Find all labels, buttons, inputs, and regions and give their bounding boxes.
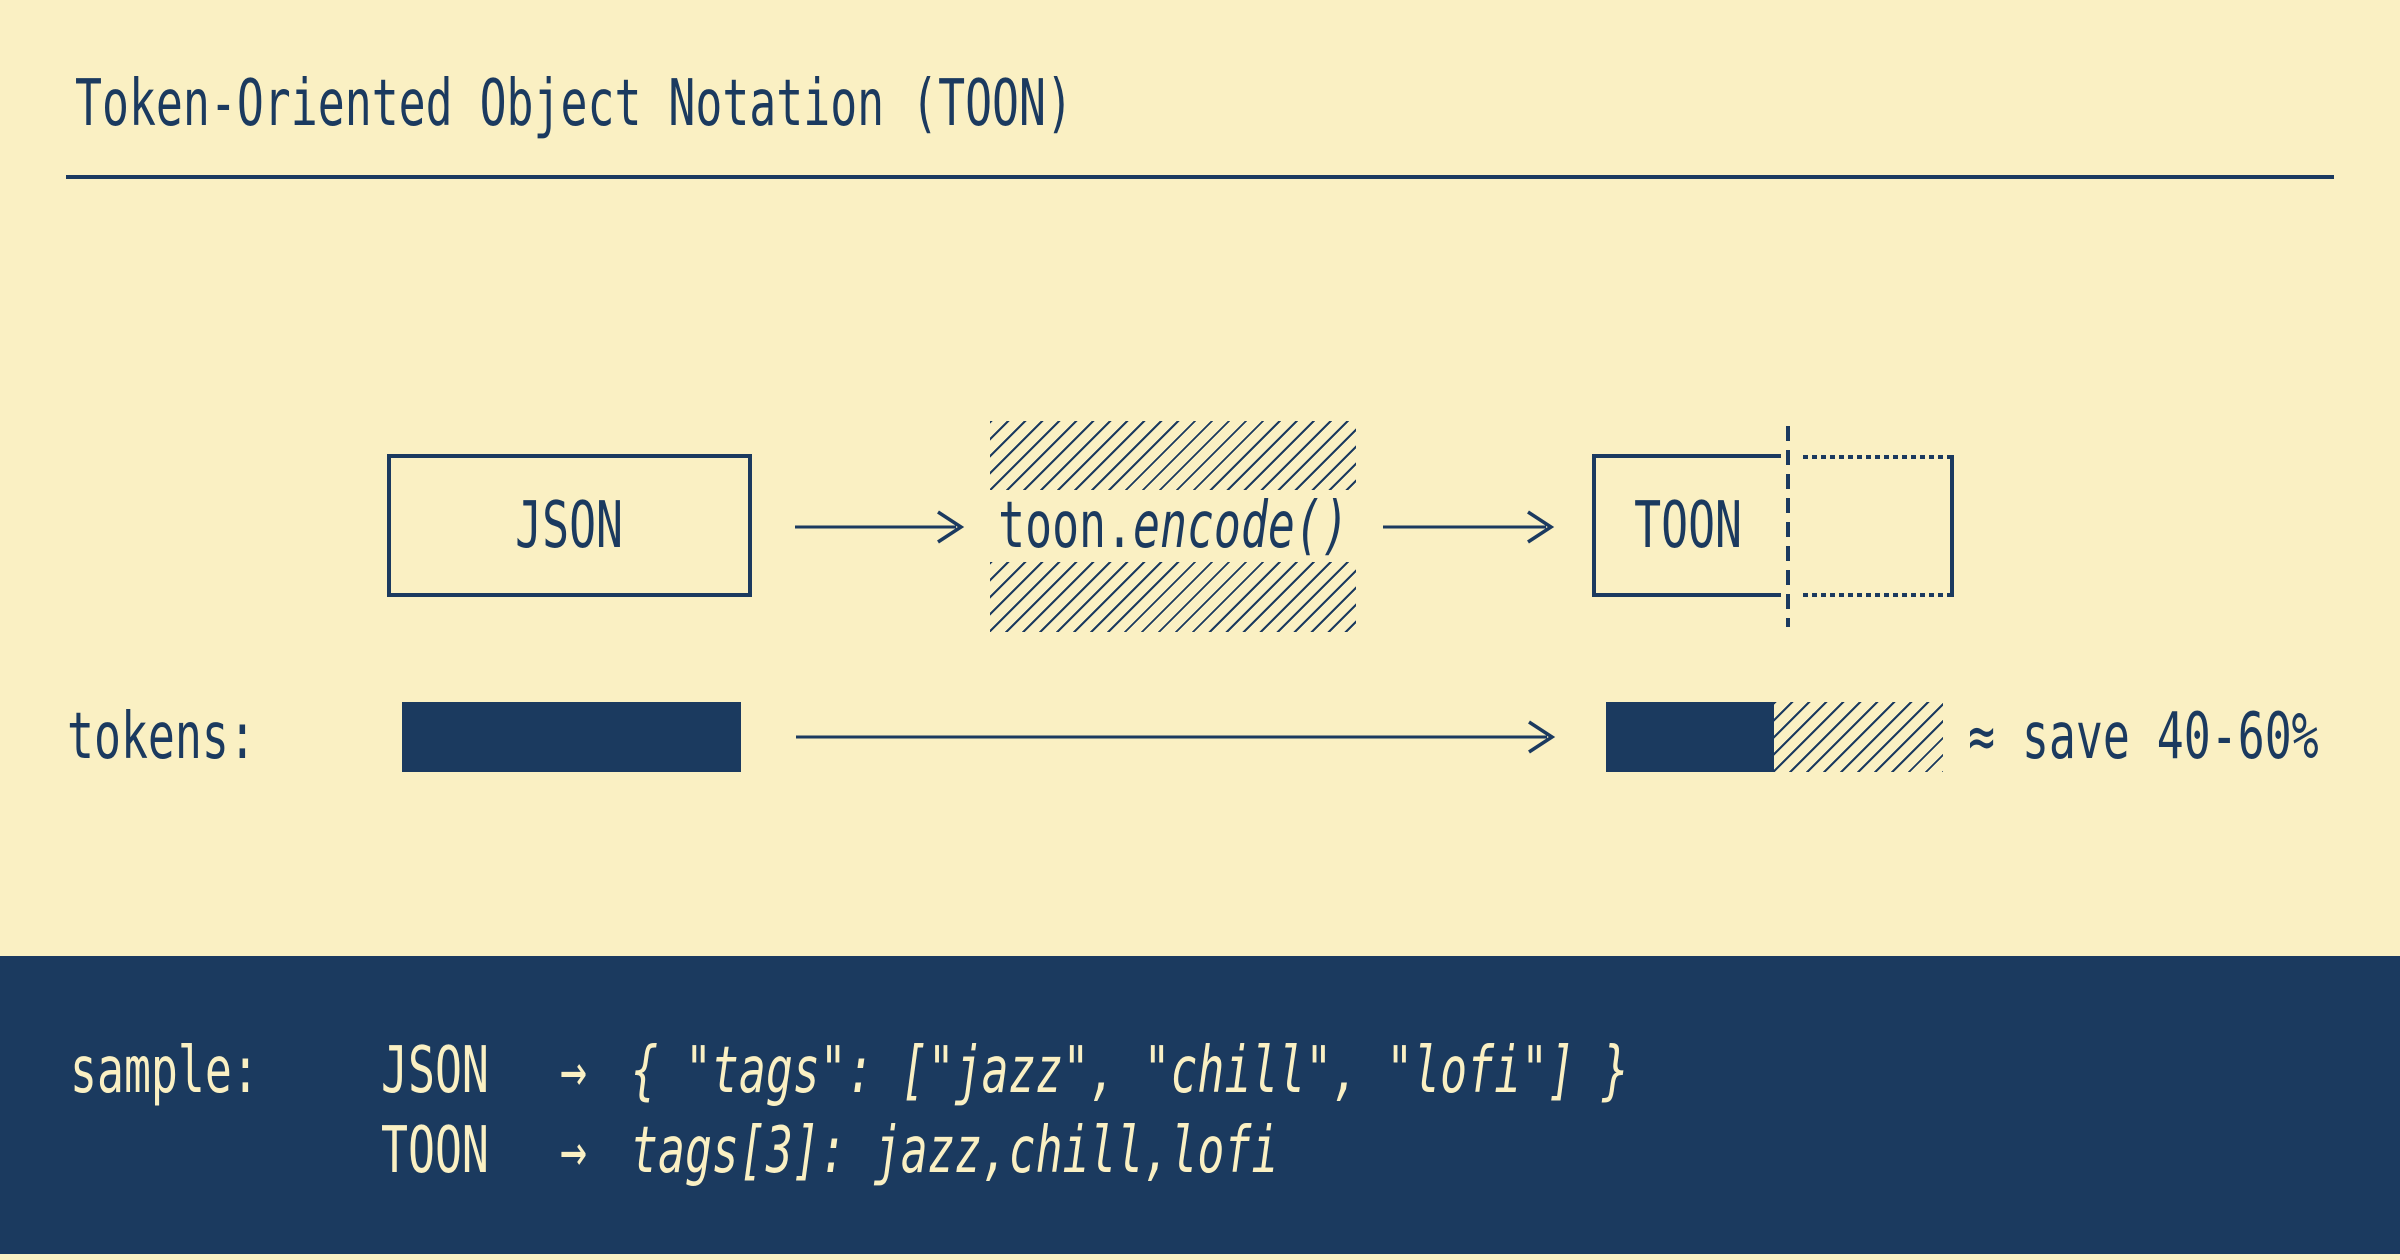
title-underline — [66, 175, 2334, 179]
encode-hatch-bottom — [990, 562, 1356, 632]
savings-note: ≈ save 40-60% — [1968, 700, 2319, 774]
sample-label-wrap: sample: — [70, 1036, 340, 1106]
ghost-box — [1803, 455, 1954, 597]
encode-label: toon.encode() — [990, 487, 1356, 565]
toon-box: TOON — [1592, 454, 1781, 597]
sample-row-toon-code: tags[3]: jazz,chill,lofi — [631, 1114, 1279, 1188]
sample-row-json-format-label: JSON — [381, 1034, 489, 1108]
json-box: JSON — [387, 454, 752, 597]
encode-call: encode() — [1132, 489, 1349, 563]
arrow-tokens-icon — [796, 720, 1556, 754]
tokens-row-label-wrap: tokens: — [67, 702, 337, 772]
sample-row-toon-format: TOON — [381, 1116, 535, 1186]
sample-row-json-arrow-icon: → — [560, 1034, 587, 1108]
json-box-label: JSON — [515, 488, 624, 563]
encode-label-text: toon.encode() — [998, 491, 1349, 561]
json-token-bar — [402, 702, 741, 772]
savings-note-wrap: ≈ save 40-60% — [1968, 702, 2400, 772]
sample-row-toon-format-label: TOON — [381, 1114, 489, 1188]
toon-box-label: TOON — [1634, 488, 1743, 563]
sample-row-json-code: { "tags": ["jazz", "chill", "lofi"] } — [631, 1034, 1629, 1108]
arrow-json-to-encode-icon — [795, 510, 965, 544]
saved-token-bar — [1774, 702, 1943, 772]
toon-token-bar — [1606, 702, 1774, 772]
header: Token-Oriented Object Notation (TOON) — [75, 68, 1501, 140]
sample-section — [0, 956, 2400, 1254]
page-title: Token-Oriented Object Notation (TOON) — [75, 67, 1073, 141]
arrow-encode-to-toon-icon — [1383, 510, 1555, 544]
encode-hatch-top — [990, 421, 1356, 490]
sample-label: sample: — [70, 1034, 259, 1108]
sample-row-json-format: JSON — [381, 1036, 535, 1106]
tokens-row-label: tokens: — [67, 700, 256, 774]
sample-row-toon-arrow-icon: → — [560, 1114, 587, 1188]
encode-prefix: toon. — [997, 489, 1133, 563]
